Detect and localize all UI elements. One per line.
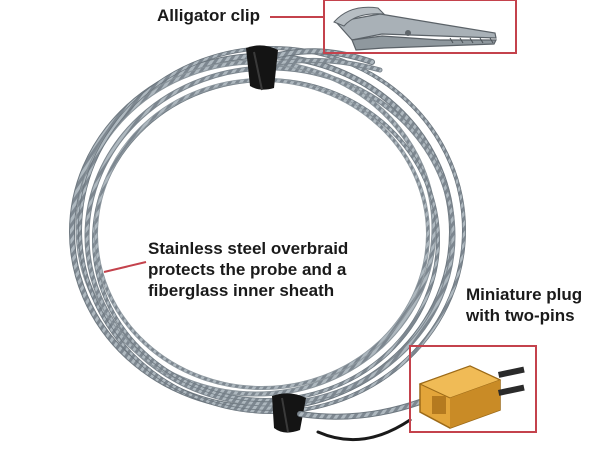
clip-highlight-box: [323, 0, 517, 54]
callout-plug: [409, 345, 537, 433]
overbraid-label-line-3: fiberglass inner sheath: [148, 281, 335, 300]
alligator-clip-label: Alligator clip: [157, 5, 260, 26]
coil-loop: [78, 46, 466, 414]
alligator-clip: [333, 6, 497, 51]
overbraid-label-line-1: Stainless steel overbraid: [148, 239, 349, 258]
miniature-plug-label-line-2: with two-pins: [466, 306, 575, 325]
pin-top: [498, 366, 525, 378]
alligator-clip-label-line-1: Alligator clip: [157, 6, 260, 25]
cable-tie-top: [246, 45, 278, 91]
plug-side-shadow: [450, 380, 500, 428]
coil-loop: [94, 78, 430, 390]
callout-clip: [270, 0, 517, 54]
cable-tie-bottom: [272, 393, 306, 433]
plug-highlight-box: [409, 345, 537, 433]
clip-teeth: [449, 37, 494, 44]
plug-grip: [432, 396, 446, 414]
plug-lead: [297, 399, 423, 442]
clip-jaw-upper: [334, 13, 497, 41]
miniature-plug: [418, 365, 525, 429]
miniature-plug-label: Miniature plug with two-pins: [466, 284, 582, 326]
clip-handle: [333, 6, 386, 27]
clip-jaw-lower: [351, 35, 497, 51]
cable-coil: [69, 46, 466, 414]
overbraid-label-line-2: protects the probe and a: [148, 260, 347, 279]
callout-overbraid: [103, 261, 147, 273]
clip-rivet: [405, 30, 411, 36]
overbraid-label: Stainless steel overbraid protects the p…: [148, 238, 348, 301]
overbraid-leader-line: [103, 261, 147, 273]
pin-bottom: [498, 384, 525, 396]
miniature-plug-label-line-1: Miniature plug: [466, 285, 583, 304]
